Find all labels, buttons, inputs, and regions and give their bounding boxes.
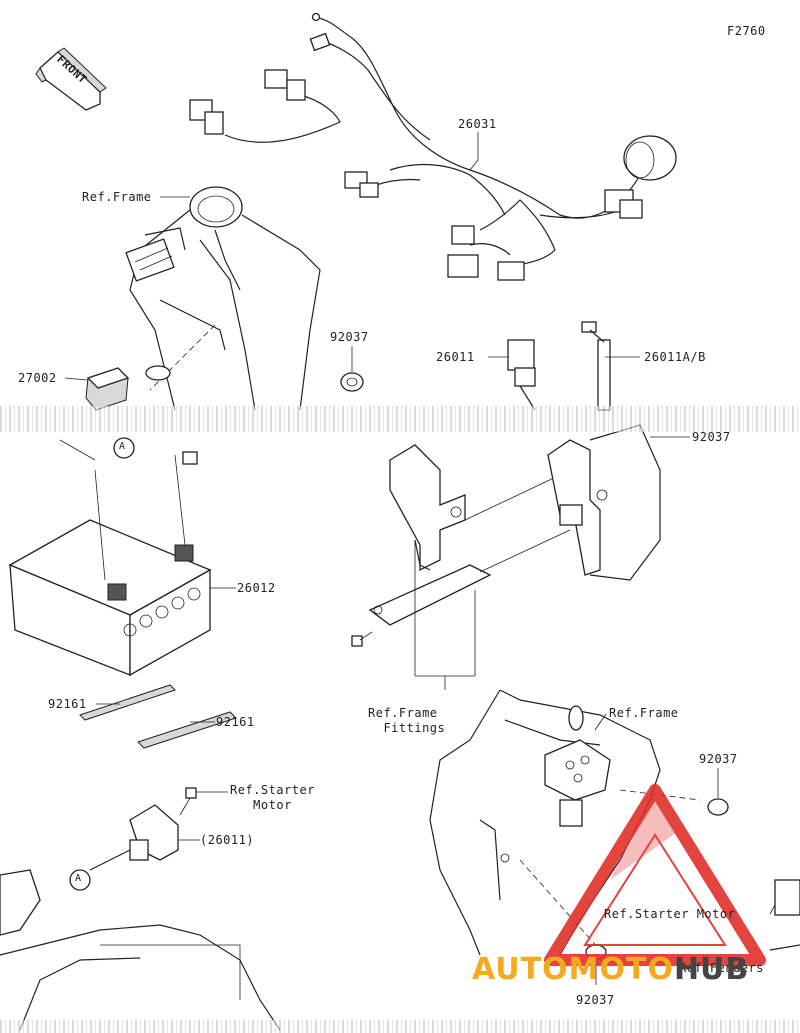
clamp-small [145, 365, 171, 381]
callout-92037-bottom: 92037 [576, 993, 615, 1007]
callout-26011: 26011 [436, 350, 475, 364]
switch-26011ab [581, 321, 611, 411]
marker-a-bottom: A [75, 873, 82, 884]
wiring-harness [189, 12, 677, 281]
clamp-92037-top [340, 372, 364, 392]
relay-26011 [89, 787, 197, 871]
callout-ref-starter-motor-left: Ref.Starter Motor [230, 783, 315, 812]
callout-ref-fenders: Ref.Fenders [679, 961, 764, 975]
battery-26012 [8, 439, 212, 677]
watermark-part1: AUTOMOTO [472, 952, 674, 987]
callout-92161-a: 92161 [48, 697, 87, 711]
callout-relay-26011: (26011) [200, 833, 255, 847]
watermark-part2: HUB [673, 952, 750, 987]
callout-92037-top: 92037 [330, 330, 369, 344]
front-arrow-icon [35, 47, 107, 111]
frame-fittings-bracket [351, 444, 571, 647]
callout-26012: 26012 [237, 581, 276, 595]
marker-a-top-circle [113, 437, 135, 459]
callout-26031: 26031 [458, 117, 497, 131]
scan-noise-bottom [0, 1020, 800, 1033]
leader-lines [64, 132, 776, 985]
marker-a-top: A [119, 441, 126, 452]
callout-ref-starter-motor-right: Ref.Starter Motor [604, 907, 736, 921]
callout-ref-frame-top: Ref.Frame [82, 190, 152, 204]
strap-92161-a [79, 684, 176, 721]
cover-27002 [85, 367, 130, 411]
callout-ref-frame-fittings: Ref.Frame Fittings [368, 706, 446, 735]
watermark-text: AUTOMOTOHUB [472, 952, 749, 987]
callout-92037-mid: 92037 [692, 430, 731, 444]
automotohub-logo-icon [544, 784, 766, 966]
switch-26011 [507, 339, 536, 411]
marker-a-bottom-circle [69, 869, 91, 891]
callout-27002: 27002 [18, 371, 57, 385]
figure-code: F2760 [727, 24, 766, 38]
bracket-right [547, 424, 661, 581]
callout-ref-frame-right: Ref.Frame [609, 706, 679, 720]
rear-frame-section [429, 689, 800, 960]
scan-noise-band [0, 406, 800, 432]
callout-26011ab: 26011A/B [644, 350, 706, 364]
callout-92161-b: 92161 [216, 715, 255, 729]
frame-top-section [125, 186, 321, 411]
callout-92037-right: 92037 [699, 752, 738, 766]
starter-motor-left [0, 869, 281, 1031]
